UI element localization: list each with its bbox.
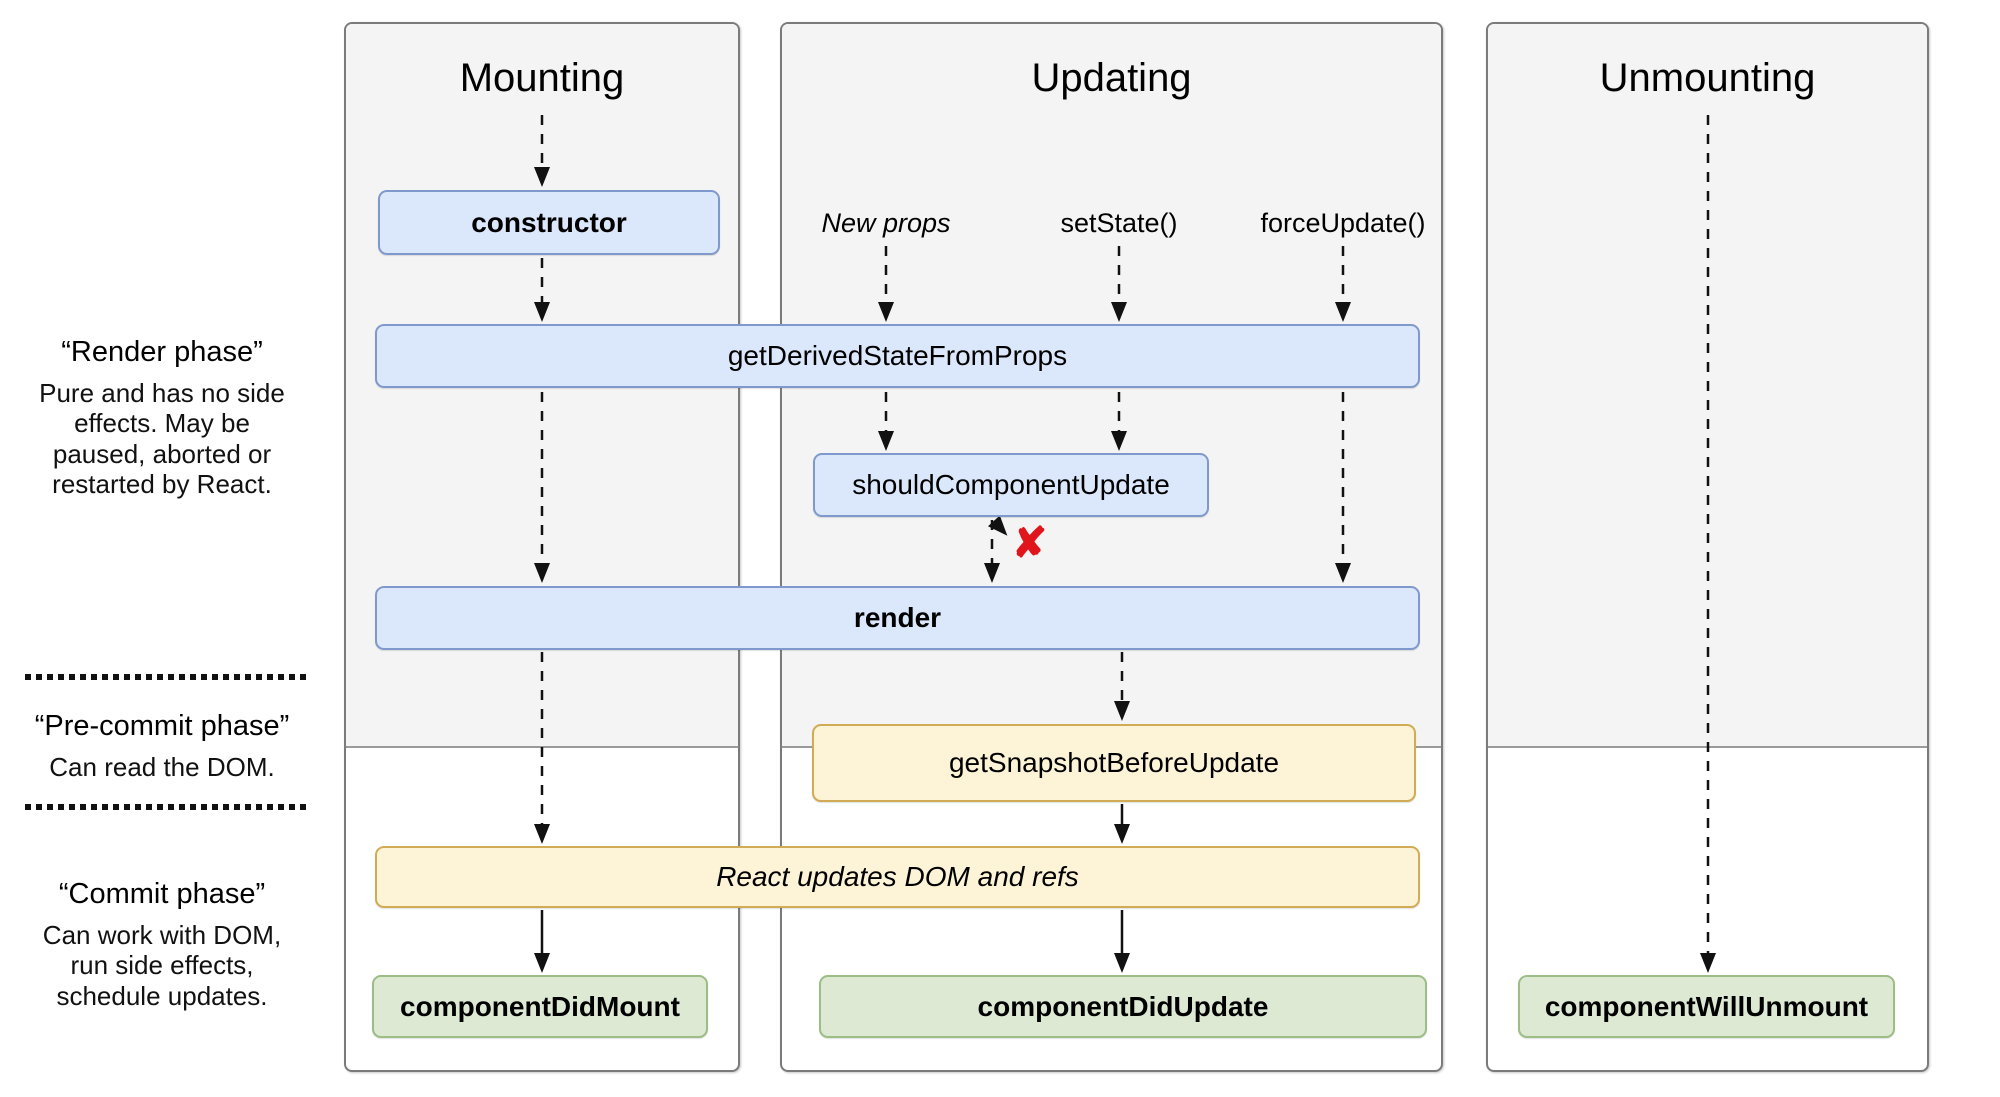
commit-phase-description: Can work with DOM, run side effects, sch… [42, 920, 282, 1011]
phase-separator-top [25, 674, 307, 680]
react-updates-dom-node: React updates DOM and refs [375, 846, 1420, 908]
unmounting-title: Unmounting [1599, 56, 1816, 100]
constructor-node: constructor [378, 190, 720, 255]
precommit-phase-label: “Pre-commit phase” Can read the DOM. [12, 710, 312, 782]
render-phase-label: “Render phase” Pure and has no side effe… [12, 336, 312, 500]
render-phase-description: Pure and has no side effects. May be pau… [39, 378, 285, 500]
getsnapshotbeforeupdate-node: getSnapshotBeforeUpdate [812, 724, 1416, 802]
precommit-phase-title: “Pre-commit phase” [34, 710, 290, 742]
forceupdate-label: forceUpdate() [1260, 208, 1426, 238]
new-props-label: New props [821, 208, 951, 238]
shouldcomponentupdate-node: shouldComponentUpdate [813, 453, 1209, 517]
unmounting-panel: Unmounting [1486, 22, 1929, 1072]
mounting-panel: Mounting [344, 22, 740, 1072]
mounting-title: Mounting [459, 56, 625, 100]
componentwillunmount-node: componentWillUnmount [1518, 975, 1895, 1038]
precommit-phase-description: Can read the DOM. [49, 752, 275, 782]
componentdidupdate-node: componentDidUpdate [819, 975, 1427, 1038]
componentdidmount-node: componentDidMount [372, 975, 708, 1038]
updating-title: Updating [1031, 56, 1192, 100]
updating-panel: Updating [780, 22, 1443, 1072]
setstate-label: setState() [1060, 208, 1178, 238]
phase-separator-bottom [25, 804, 307, 810]
render-phase-title: “Render phase” [61, 336, 263, 368]
render-node: render [375, 586, 1420, 650]
getderivedstatefromprops-node: getDerivedStateFromProps [375, 324, 1420, 388]
commit-phase-title: “Commit phase” [58, 878, 266, 910]
cancel-x-icon: ✘ [1012, 519, 1048, 566]
commit-phase-label: “Commit phase” Can work with DOM, run si… [12, 878, 312, 1011]
render-phase-region-unmounting [1488, 24, 1927, 748]
